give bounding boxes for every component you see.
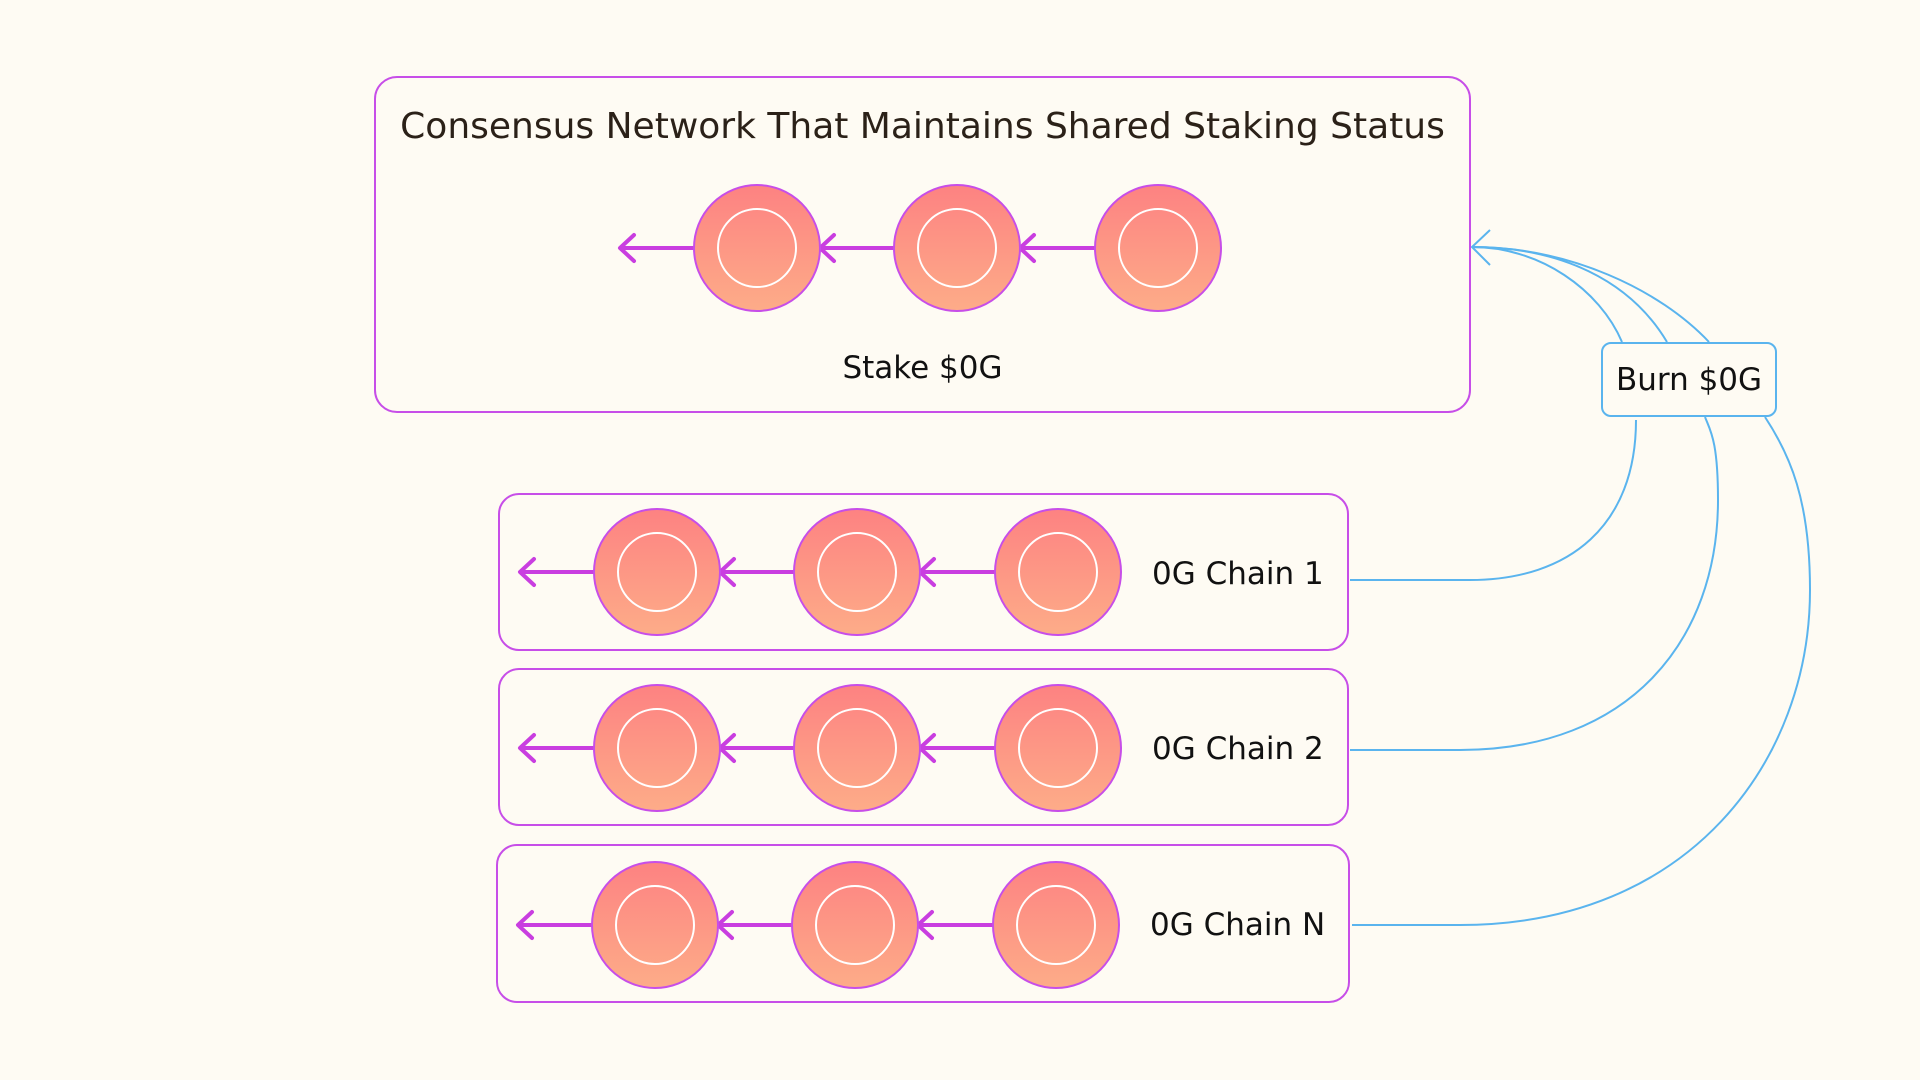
connector-burn-up-3: [1471, 246, 1710, 343]
chain-n-block-1: [591, 861, 719, 989]
burn-box: Burn $0G: [1601, 342, 1777, 417]
connector-arrowhead: [1470, 229, 1491, 266]
chain-1-block-1: [593, 508, 721, 636]
chain-label-2: 0G Chain 2: [1152, 731, 1324, 767]
chain-label-n: 0G Chain N: [1150, 907, 1326, 943]
chain-1-block-3: [994, 508, 1122, 636]
chain-n-block-3: [992, 861, 1120, 989]
chain-n-block-inner-1: [615, 885, 695, 965]
chain-2-block-1: [593, 684, 721, 812]
chain-1-tail-arrow-head: [518, 557, 536, 587]
consensus-block-inner-2: [917, 208, 997, 288]
consensus-title: Consensus Network That Maintains Shared …: [400, 106, 1445, 147]
chain-n-tail-arrow-head: [516, 910, 534, 940]
chain-1-block-2: [793, 508, 921, 636]
connector-chain-1: [1350, 419, 1637, 581]
consensus-block-2: [893, 184, 1021, 312]
chain-2-tail-arrow-head: [518, 733, 536, 763]
chain-2-block-2: [793, 684, 921, 812]
consensus-tail-arrow-head: [618, 233, 636, 263]
stake-label: Stake $0G: [842, 350, 1003, 386]
chain-2-block-3: [994, 684, 1122, 812]
connector-burn-up-1: [1471, 246, 1623, 343]
chain-label-1: 0G Chain 1: [1152, 556, 1324, 592]
connectors: [1350, 229, 1812, 926]
chain-n-block-inner-2: [815, 885, 895, 965]
consensus-block-inner-1: [717, 208, 797, 288]
burn-label: Burn $0G: [1615, 361, 1763, 398]
connector-chain-n: [1352, 416, 1812, 926]
chain-1-block-inner-3: [1018, 532, 1098, 612]
chain-n-block-2: [791, 861, 919, 989]
consensus-block-1: [693, 184, 821, 312]
consensus-block-3: [1094, 184, 1222, 312]
chain-n-block-inner-3: [1016, 885, 1096, 965]
consensus-block-inner-3: [1118, 208, 1198, 288]
chain-2-block-inner-2: [817, 708, 897, 788]
connector-chain-2: [1350, 416, 1720, 751]
chain-1-block-inner-1: [617, 532, 697, 612]
chain-1-block-inner-2: [817, 532, 897, 612]
chain-2-block-inner-1: [617, 708, 697, 788]
block-rows: [516, 184, 1222, 989]
chain-2-block-inner-3: [1018, 708, 1098, 788]
